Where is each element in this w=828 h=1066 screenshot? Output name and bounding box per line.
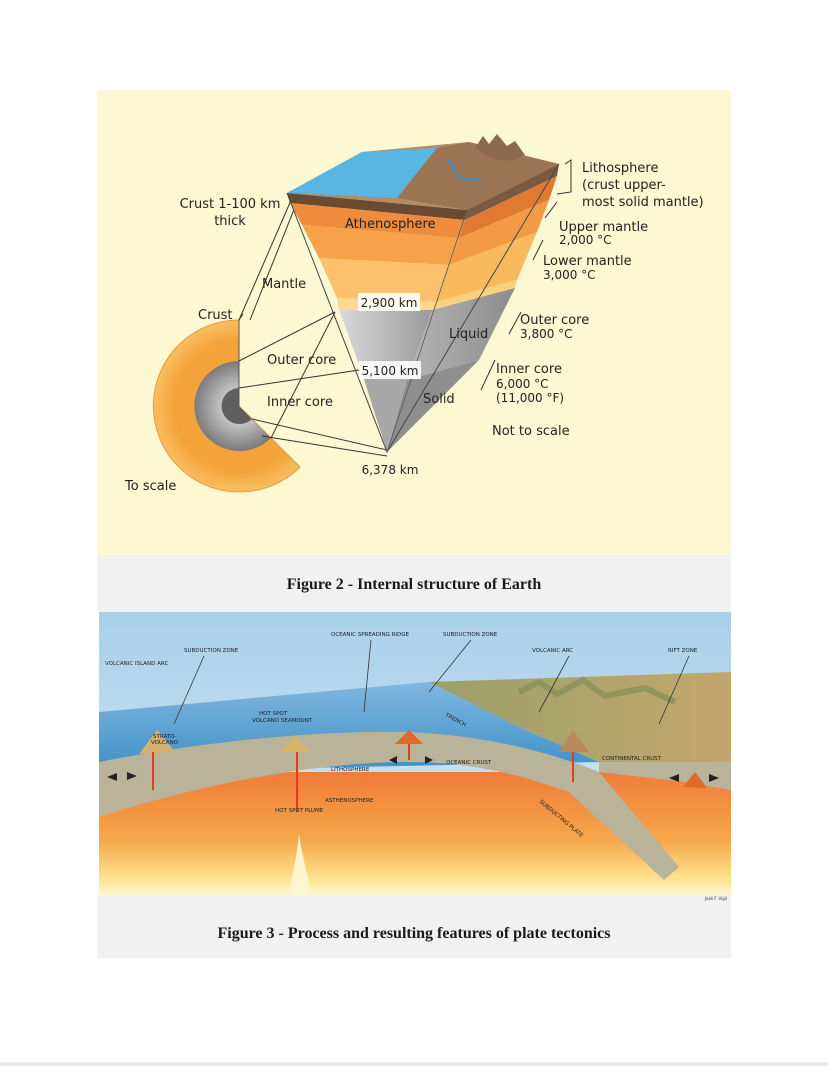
- inner-core-temp-f: (11,000 °F): [496, 391, 564, 405]
- label-pointers: [238, 159, 572, 391]
- hot-spot-label-line1: HOT SPOT: [259, 711, 288, 717]
- inner-core-temp-c: 6,000 °C: [496, 377, 549, 391]
- crust-thickness-label-line1: Crust 1-100 km: [180, 197, 281, 212]
- outer-core-right-label: Outer core: [520, 313, 589, 328]
- figure2-caption: Figure 2 - Internal structure of Earth: [286, 576, 542, 593]
- rift-zone-label: RIFT ZONE: [668, 648, 698, 654]
- oceanic-crust-label: OCEANIC CRUST: [446, 760, 492, 766]
- volcanic-island-arc-label: VOLCANIC ISLAND ARC: [105, 661, 168, 667]
- earth-structure-figure: Crust 1-100 km thick Athenosphere Mantle…: [97, 90, 731, 555]
- subduction-zone-left-label: SUBDUCTION ZONE: [184, 648, 239, 654]
- earth-structure-diagram: Crust 1-100 km thick Athenosphere Mantle…: [124, 134, 704, 494]
- figure3-caption-band: José F. Vigil Figure 3 - Process and res…: [97, 895, 731, 958]
- page-bottom-edge: [0, 1062, 828, 1066]
- plate-motion-arrows: [107, 756, 719, 782]
- upper-mantle-label: Upper mantle: [559, 220, 648, 235]
- figure3-caption: Figure 3 - Process and resulting feature…: [217, 925, 611, 942]
- crust-label: Crust: [198, 308, 233, 323]
- plate-tectonics-figure: OCEANIC SPREADING RIDGE SUBDUCTION ZONE …: [99, 612, 731, 895]
- depth-5100-label: 5,100 km: [362, 364, 419, 378]
- figure3-pointers: [173, 639, 690, 725]
- liquid-label: Liquid: [449, 327, 488, 342]
- lithosphere-label: LITHOSPHERE: [331, 767, 370, 773]
- oceanic-spreading-ridge-label: OCEANIC SPREADING RIDGE: [331, 632, 410, 638]
- connector-lines: [238, 197, 388, 457]
- upper-mantle-temp: 2,000 °C: [559, 233, 612, 247]
- lower-mantle-label: Lower mantle: [543, 254, 632, 269]
- solid-label: Solid: [423, 392, 455, 407]
- crust-thickness-label-line2: thick: [214, 214, 246, 229]
- athenosphere-label: Athenosphere: [345, 217, 436, 232]
- depth-6378-label: 6,378 km: [362, 463, 419, 477]
- illustration-credit: José F. Vigil: [704, 896, 727, 901]
- outer-core-temp: 3,800 °C: [520, 327, 573, 341]
- hot-spot-plume-label: HOT SPOT PLUME: [275, 808, 324, 814]
- to-scale-label: To scale: [124, 479, 176, 494]
- mantle-label: Mantle: [262, 277, 306, 292]
- lithosphere-label-line1: Lithosphere: [582, 161, 658, 176]
- to-scale-earth-section: [152, 319, 301, 493]
- lower-mantle-temp: 3,000 °C: [543, 268, 596, 282]
- inner-core-label: Inner core: [267, 395, 333, 410]
- figure2-caption-band: Figure 2 - Internal structure of Earth: [97, 555, 731, 612]
- inner-core-right-label: Inner core: [496, 362, 562, 377]
- plate-tectonics-diagram: OCEANIC SPREADING RIDGE SUBDUCTION ZONE …: [99, 612, 731, 895]
- volcanic-arc-label: VOLCANIC ARC: [532, 648, 573, 654]
- strato-volcano-label-line2: VOLCANO: [151, 740, 179, 746]
- strato-volcano-label-line1: STRATO-: [153, 734, 177, 740]
- continental-crust-label: CONTINENTAL CRUST: [602, 756, 662, 762]
- lithosphere-label-line3: most solid mantle): [582, 195, 704, 210]
- lithosphere-label-line2: (crust upper-: [582, 178, 666, 193]
- outer-core-label: Outer core: [267, 353, 336, 368]
- depth-2900-label: 2,900 km: [361, 296, 418, 310]
- asthenosphere-label: ASTHENOSPHERE: [325, 798, 374, 804]
- cross-section-cone: [286, 134, 560, 454]
- not-to-scale-label: Not to scale: [492, 424, 570, 439]
- subduction-zone-top-label: SUBDUCTION ZONE: [443, 632, 498, 638]
- hot-spot-label-line2: VOLCANO SEAMOUNT: [252, 718, 313, 724]
